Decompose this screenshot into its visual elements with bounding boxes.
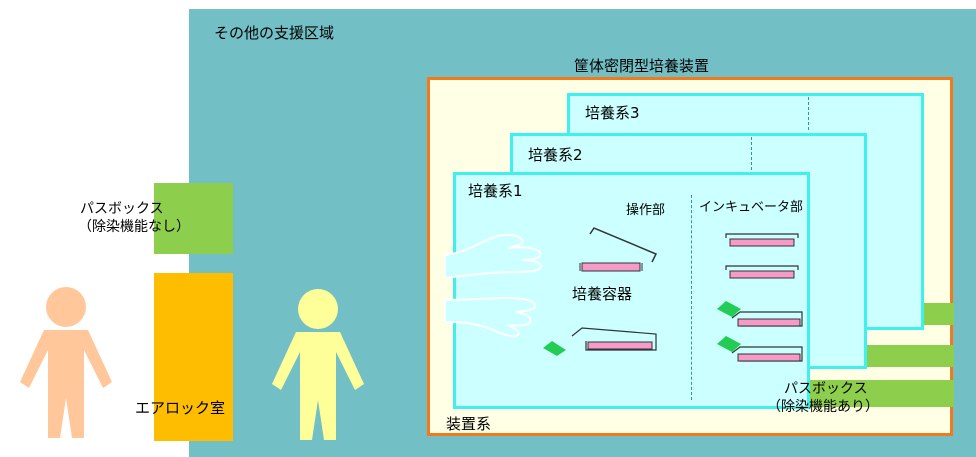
airlock-label: エアロック室 [135, 399, 226, 417]
culture-vessel-icon [579, 262, 643, 272]
culture-system-2-label: 培養系2 [528, 146, 583, 164]
support-zone-label: その他の支援区域 [214, 24, 335, 42]
incubator-vessel-4-icon [717, 336, 803, 362]
incubator-vessel-2-icon [725, 265, 799, 279]
culture-system-1-label: 培養系1 [468, 182, 523, 200]
incubator-vessel-1-icon [725, 233, 799, 247]
passbox-right-line1: パスボックス [784, 381, 868, 397]
person-inside-icon [272, 289, 364, 440]
passbox-right-line2: （除染機能あり） [767, 399, 879, 415]
airlock-room [154, 273, 233, 441]
passbox-stub-3 [924, 303, 954, 325]
person-outside-icon [20, 287, 112, 438]
passbox-left-line2: （除染機能なし） [78, 219, 190, 235]
vessel-lid-tilted-icon [543, 327, 657, 356]
incubator-section-label: インキュベータ部 [699, 200, 804, 215]
culture-vessel-label: 培養容器 [572, 285, 633, 303]
culture-system-1-divider [691, 195, 692, 400]
operation-section-label: 操作部 [626, 203, 666, 218]
vessel-lid-open-icon [589, 227, 658, 263]
culture-system-1 [453, 172, 810, 409]
incubator-vessel-3-icon [717, 301, 803, 327]
glove-lower-icon [444, 296, 537, 338]
passbox-left-line1: パスボックス [80, 201, 164, 217]
glove-upper-icon [444, 233, 543, 280]
culture-system-3-divider [808, 97, 809, 130]
culture-system-2-divider [751, 137, 752, 170]
culture-system-3-label: 培養系3 [585, 104, 640, 122]
apparatus-label: 筐体密閉型培養装置 [574, 57, 710, 75]
apparatus-system-label: 装置系 [446, 415, 492, 433]
passbox-stub-1 [810, 380, 954, 407]
passbox-left [154, 183, 233, 254]
passbox-stub-2 [867, 345, 954, 367]
